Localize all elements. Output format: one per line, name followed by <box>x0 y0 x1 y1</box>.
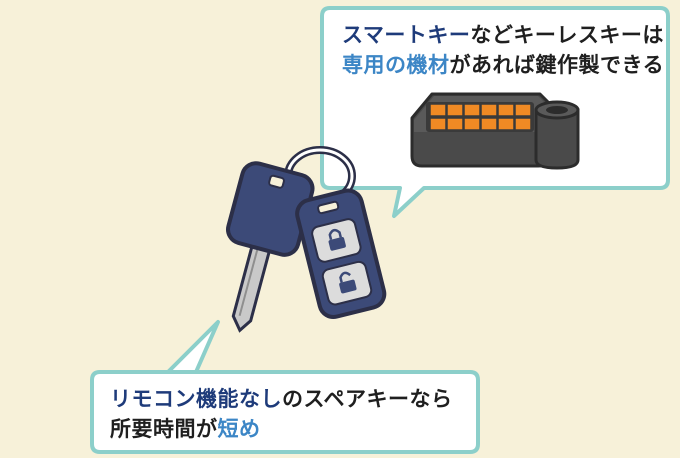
equipment-highlight: 専用の機材 <box>342 53 450 77</box>
top-bubble-text: スマートキーなどキーレスキーは 専用の機材があれば鍵作製できる <box>342 20 664 80</box>
bottom-bubble-line-1: リモコン機能なしのスペアキーなら <box>110 384 453 414</box>
lock-open-icon <box>339 271 357 294</box>
lock-closed-icon <box>328 228 346 251</box>
bottom-bubble-text: リモコン機能なしのスペアキーなら 所要時間が短め <box>110 384 453 444</box>
bottom-speech-bubble <box>90 320 480 454</box>
no-remote-highlight: リモコン機能なし <box>110 387 282 411</box>
top-bubble-line-1: スマートキーなどキーレスキーは <box>342 20 664 50</box>
bottom-line-1-rest: のスペアキーなら <box>282 387 453 411</box>
car-key-icon <box>226 161 315 333</box>
short-time-highlight: 短め <box>217 417 261 441</box>
top-line-1-rest: などキーレスキーは <box>470 23 664 47</box>
key-cutting-machine-icon <box>410 92 580 170</box>
smart-key-highlight: スマートキー <box>342 23 471 47</box>
top-bubble-line-2: 専用の機材があれば鍵作製できる <box>342 50 664 80</box>
bottom-bubble-line-2: 所要時間が短め <box>110 414 453 444</box>
bottom-line-2-rest: 所要時間が <box>110 417 218 441</box>
top-line-2-rest: があれば鍵作製できる <box>449 53 665 77</box>
key-fob-icon <box>295 188 387 320</box>
